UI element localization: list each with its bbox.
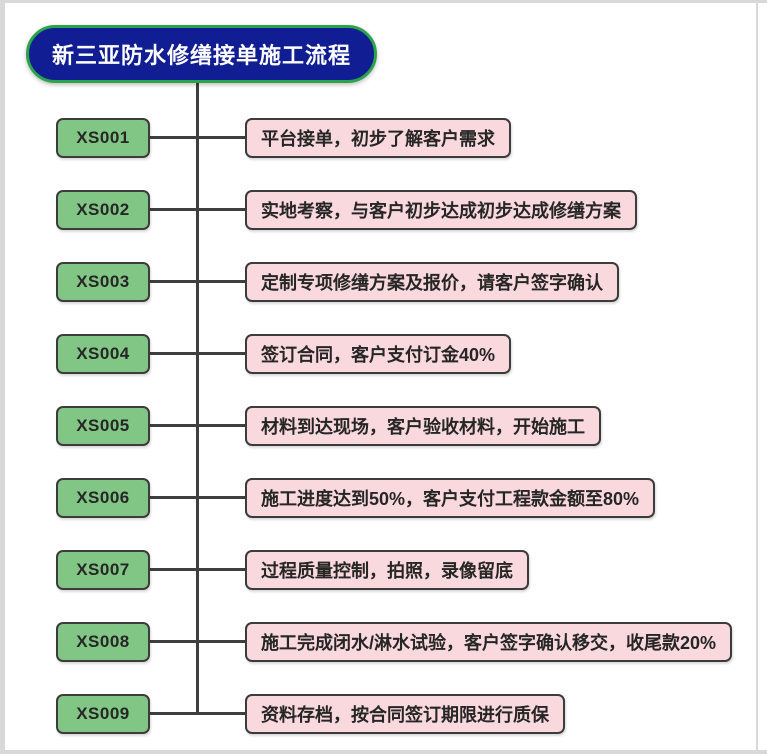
canvas-edge-left <box>0 0 5 754</box>
step-code-box[interactable]: XS002 <box>56 190 150 230</box>
step-row-xs005: XS005 材料到达现场，客户验收材料，开始施工 <box>0 406 767 446</box>
row-connector-line <box>148 568 248 571</box>
row-connector-line <box>148 208 248 211</box>
step-row-xs007: XS007 过程质量控制，拍照，录像留底 <box>0 550 767 590</box>
step-row-xs001: XS001 平台接单，初步了解客户需求 <box>0 118 767 158</box>
step-desc-box[interactable]: 材料到达现场，客户验收材料，开始施工 <box>245 406 601 446</box>
step-desc-box[interactable]: 签订合同，客户支付订金40% <box>245 334 512 374</box>
step-row-xs006: XS006 施工进度达到50%，客户支付工程款金额至80% <box>0 478 767 518</box>
step-desc-box[interactable]: 施工完成闭水/淋水试验，客户签字确认移交，收尾款20% <box>245 622 733 662</box>
step-desc-box[interactable]: 平台接单，初步了解客户需求 <box>245 118 511 158</box>
step-desc-box[interactable]: 实地考察，与客户初步达成初步达成修缮方案 <box>245 190 637 230</box>
step-row-xs003: XS003 定制专项修缮方案及报价，请客户签字确认 <box>0 262 767 302</box>
step-desc-box[interactable]: 过程质量控制，拍照，录像留底 <box>245 550 529 590</box>
row-connector-line <box>148 280 248 283</box>
canvas-edge-right <box>756 0 758 754</box>
trunk-connector-line <box>196 83 199 714</box>
step-row-xs008: XS008 施工完成闭水/淋水试验，客户签字确认移交，收尾款20% <box>0 622 767 662</box>
row-connector-line <box>148 424 248 427</box>
row-connector-line <box>148 496 248 499</box>
step-code-box[interactable]: XS008 <box>56 622 150 662</box>
flow-title-node[interactable]: 新三亚防水修缮接单施工流程 <box>26 25 377 83</box>
step-row-xs009: XS009 资料存档，按合同签订期限进行质保 <box>0 694 767 734</box>
row-connector-line <box>148 712 248 715</box>
row-connector-line <box>148 640 248 643</box>
step-desc-box[interactable]: 资料存档，按合同签订期限进行质保 <box>245 694 565 734</box>
step-code-box[interactable]: XS007 <box>56 550 150 590</box>
canvas-edge-top <box>0 0 767 3</box>
step-row-xs004: XS004 签订合同，客户支付订金40% <box>0 334 767 374</box>
step-desc-box[interactable]: 定制专项修缮方案及报价，请客户签字确认 <box>245 262 619 302</box>
step-code-box[interactable]: XS001 <box>56 118 150 158</box>
row-connector-line <box>148 136 248 139</box>
step-code-box[interactable]: XS003 <box>56 262 150 302</box>
step-desc-box[interactable]: 施工进度达到50%，客户支付工程款金额至80% <box>245 478 656 518</box>
canvas-edge-bottom <box>0 750 767 754</box>
step-code-box[interactable]: XS005 <box>56 406 150 446</box>
row-connector-line <box>148 352 248 355</box>
step-code-box[interactable]: XS006 <box>56 478 150 518</box>
step-row-xs002: XS002 实地考察，与客户初步达成初步达成修缮方案 <box>0 190 767 230</box>
flow-title-text: 新三亚防水修缮接单施工流程 <box>51 43 351 68</box>
step-code-box[interactable]: XS004 <box>56 334 150 374</box>
step-code-box[interactable]: XS009 <box>56 694 150 734</box>
